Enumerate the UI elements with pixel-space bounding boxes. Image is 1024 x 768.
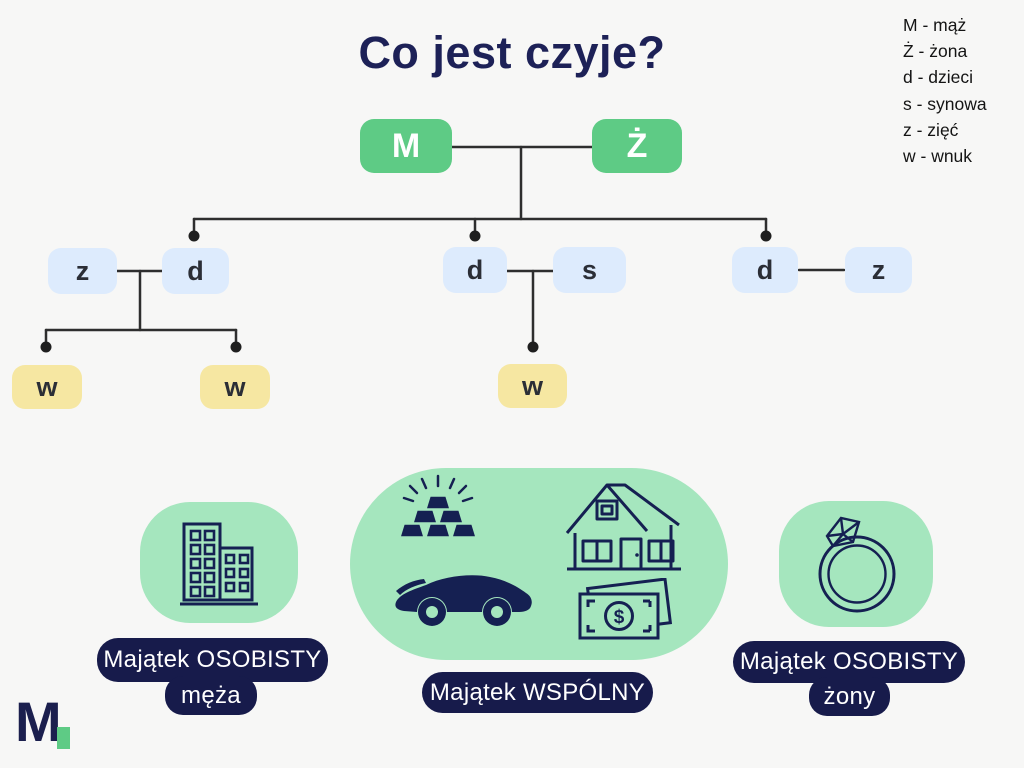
tree-node-child-3: d <box>732 247 798 293</box>
legend-item-wife: Ż - żona <box>903 41 968 62</box>
wife-personal-label-line2: żony <box>809 677 890 716</box>
tree-node-grandchild-2: w <box>200 365 270 409</box>
tree-node-son-in-law-1: z <box>48 248 117 294</box>
wife-personal-label-line1: Majątek OSOBISTY <box>733 641 965 683</box>
page-title: Co jest czyje? <box>358 27 666 78</box>
house-icon <box>565 483 681 571</box>
tree-node-child-1: d <box>162 248 229 294</box>
tree-node-daughter-in-law: s <box>553 247 626 293</box>
tree-node-wife: Ż <box>592 119 682 173</box>
common-property-label: Majątek WSPÓLNY <box>422 672 653 713</box>
brand-logo-green-block <box>57 727 70 749</box>
husband-personal-label-line2: męża <box>165 676 257 715</box>
legend: M - mąż Ż - żona d - dzieci s - synowa z… <box>903 12 987 169</box>
husband-personal-label-line1: Majątek OSOBISTY <box>97 638 328 682</box>
tree-node-grandchild-3: w <box>498 364 567 408</box>
legend-item-grandchild: w - wnuk <box>903 146 973 167</box>
tree-node-grandchild-1: w <box>12 365 82 409</box>
money-icon: $ <box>578 578 673 640</box>
legend-item-children: d - dzieci <box>903 67 974 88</box>
brand-logo-letter: M <box>15 690 62 753</box>
brand-logo: M <box>15 694 62 750</box>
ring-icon <box>818 516 896 613</box>
tree-node-husband: M <box>360 119 452 173</box>
svg-text:$: $ <box>614 607 625 628</box>
car-icon <box>395 575 532 626</box>
legend-item-son-in-law: z - zięć <box>903 119 959 140</box>
legend-item-husband: M - mąż <box>903 15 967 35</box>
legend-item-daughter-in-law: s - synowa <box>903 93 987 114</box>
tree-node-child-2: d <box>443 247 507 293</box>
gold-bars-icon <box>398 474 478 538</box>
tree-node-son-in-law-2: z <box>845 247 912 293</box>
building-icon <box>180 522 258 606</box>
